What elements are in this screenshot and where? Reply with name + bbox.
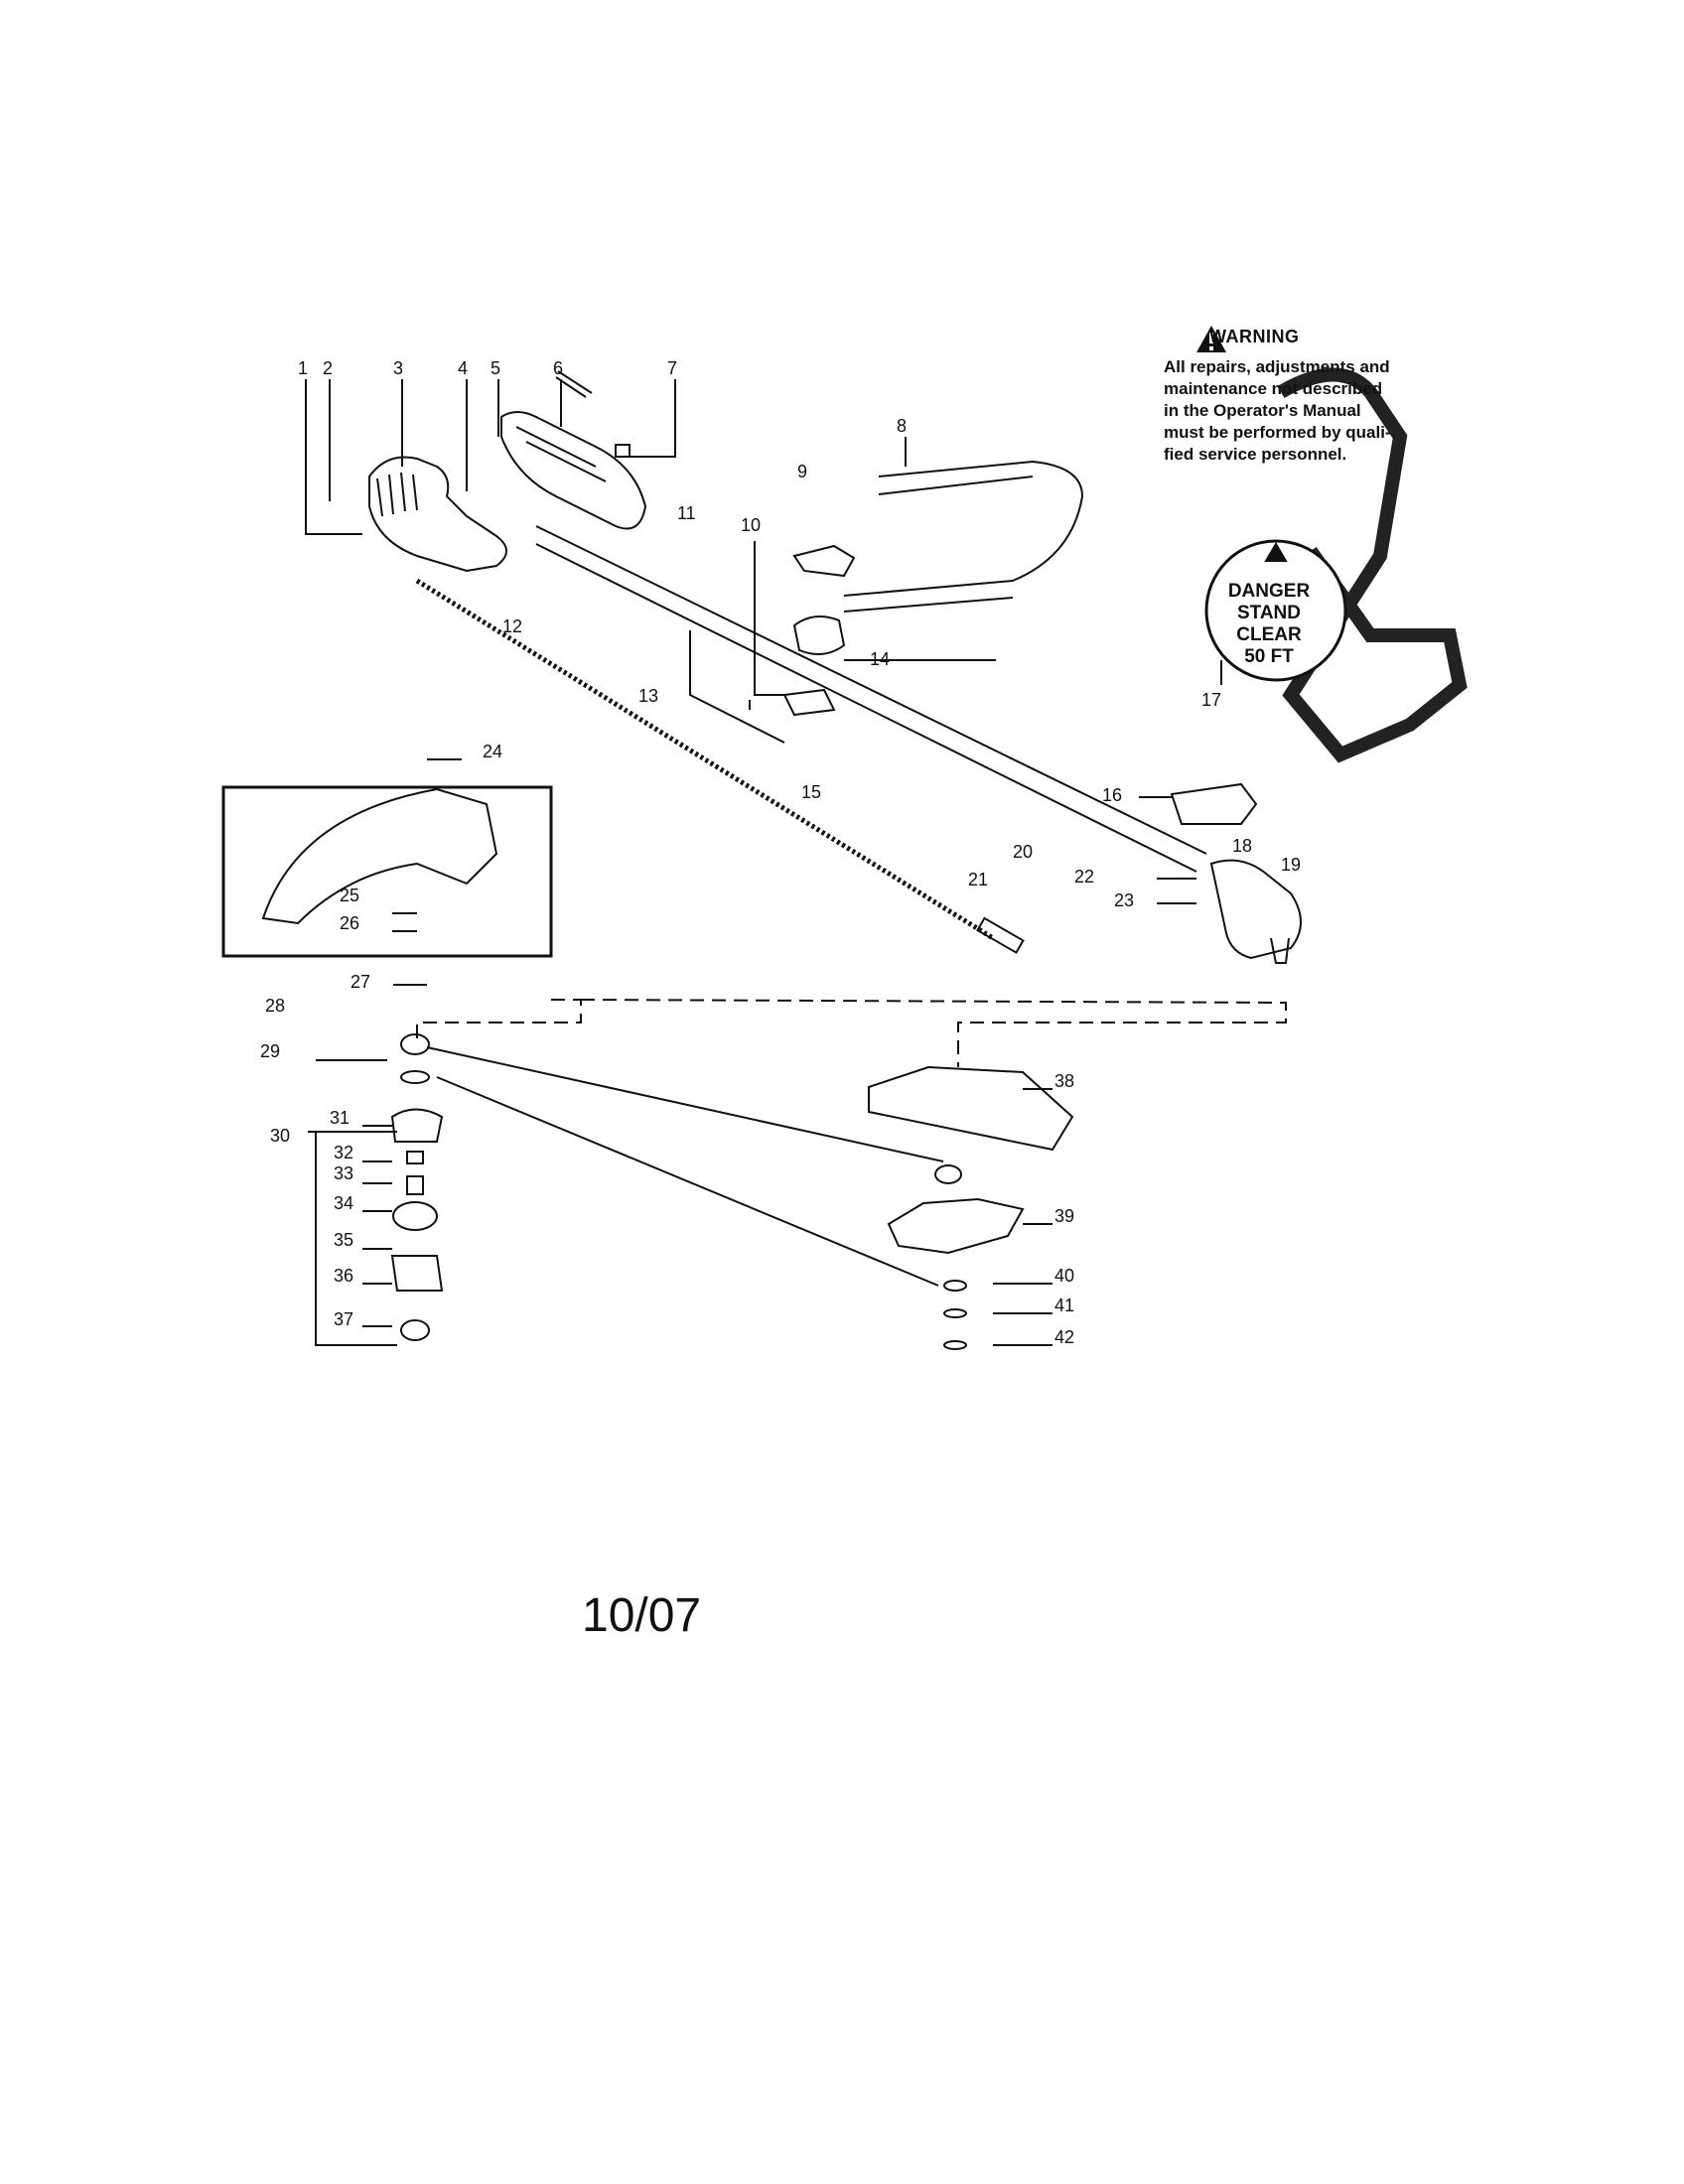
- part-label: 13: [638, 686, 659, 706]
- part-label: 11: [677, 503, 696, 523]
- throttle-handle-part: [500, 411, 647, 530]
- warning-notice: WARNING All repairs, adjustments and mai…: [1164, 323, 1462, 466]
- danger-line: DANGER: [1227, 581, 1311, 602]
- part-label: 36: [334, 1266, 354, 1286]
- danger-line: CLEAR: [1236, 624, 1302, 645]
- part-label: 2: [323, 358, 334, 378]
- warning-line: fied service personnel.: [1164, 445, 1347, 464]
- part-label: 24: [483, 742, 503, 761]
- part-label: 19: [1281, 855, 1302, 875]
- warning-line: All repairs, adjustments and: [1164, 357, 1390, 376]
- part-label: 22: [1074, 867, 1095, 887]
- part-label: 40: [1054, 1266, 1075, 1286]
- part-label: 34: [334, 1193, 354, 1213]
- part-label: 7: [667, 358, 678, 378]
- part-label: 29: [260, 1041, 281, 1061]
- part-label: 31: [330, 1108, 351, 1128]
- part-label: 5: [491, 358, 501, 378]
- part-label: 41: [1054, 1296, 1075, 1315]
- blade-guard: [868, 1065, 1074, 1152]
- engine-housing-part: [368, 456, 507, 573]
- part-label: 10: [741, 515, 762, 535]
- warning-line: must be performed by quali-: [1164, 423, 1391, 442]
- part-label: 6: [553, 358, 564, 378]
- part-label: 26: [340, 913, 360, 933]
- warning-title: WARNING: [1209, 326, 1300, 346]
- warning-body: All repairs, adjustments and maintenance…: [1164, 356, 1462, 466]
- part-label: 28: [265, 996, 286, 1016]
- part-label: 3: [393, 358, 404, 378]
- gear-head: [1209, 859, 1302, 960]
- part-label: 30: [270, 1126, 291, 1146]
- part-label: 27: [351, 972, 371, 992]
- part-label: 42: [1054, 1327, 1075, 1347]
- danger-line: 50 FT: [1244, 646, 1294, 667]
- danger-line: STAND: [1236, 603, 1302, 623]
- danger-decal-circle: [1204, 539, 1347, 682]
- drive-shaft-tube: [535, 525, 1207, 873]
- part-label: 12: [502, 616, 523, 636]
- warning-triangle-icon: [1196, 326, 1226, 352]
- part-label: 33: [334, 1163, 354, 1183]
- warning-line: in the Operator's Manual: [1164, 401, 1361, 420]
- danger-decal-text: DANGER STAND CLEAR 50 FT: [1209, 581, 1329, 668]
- warning-line: maintenance not described: [1164, 379, 1383, 398]
- part-label: 4: [458, 358, 469, 378]
- part-label: 20: [1013, 842, 1034, 862]
- part-label: 1: [298, 358, 309, 378]
- part-label: 37: [334, 1309, 354, 1329]
- part-label: 8: [897, 416, 908, 436]
- part-label: 9: [797, 462, 808, 481]
- part-label: 35: [334, 1230, 354, 1250]
- trimmer-guard: [261, 787, 498, 925]
- part-label: 17: [1201, 690, 1222, 710]
- part-label: 21: [968, 870, 989, 889]
- warning-icon-spacer: [1164, 323, 1197, 350]
- saw-blade: [887, 1197, 1025, 1255]
- guard-inset-box: [221, 785, 553, 958]
- part-label: 39: [1054, 1206, 1075, 1226]
- part-label: 15: [801, 782, 822, 802]
- part-label: 25: [340, 886, 360, 905]
- part-label: 16: [1102, 785, 1123, 805]
- part-label: 14: [870, 649, 891, 669]
- date-code: 10/07: [582, 1589, 702, 1642]
- harness-strap: [1277, 367, 1468, 763]
- part-label: 32: [334, 1143, 354, 1162]
- part-label: 18: [1232, 836, 1253, 856]
- part-label: 23: [1114, 890, 1135, 910]
- part-label: 38: [1054, 1071, 1075, 1091]
- assist-handle: [843, 460, 1084, 597]
